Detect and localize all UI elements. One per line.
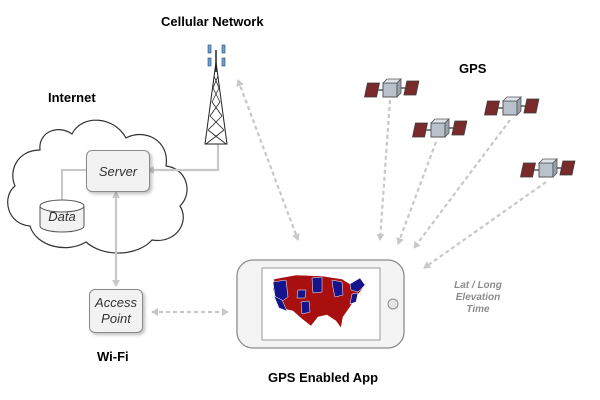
satellite4-signal xyxy=(423,181,547,269)
database-icon xyxy=(39,199,85,233)
server-label: Server xyxy=(98,163,138,179)
internet-label: Internet xyxy=(48,90,96,105)
app-label: GPS Enabled App xyxy=(268,370,379,385)
satellite-icon xyxy=(411,118,468,138)
wifi-label: Wi-Fi xyxy=(97,349,129,364)
satellite-icon xyxy=(519,158,576,178)
us-map-icon xyxy=(272,274,366,329)
access-point-node: Access Point xyxy=(89,289,143,333)
connectors xyxy=(61,79,547,316)
access-point-label-line1: Access xyxy=(95,295,137,310)
cellular-network-label: Cellular Network xyxy=(161,14,264,29)
satellite2-signal xyxy=(396,141,438,245)
server-data-connector xyxy=(61,169,86,200)
gps-info-line2: Elevation xyxy=(455,292,501,303)
access-point-label-line2: Point xyxy=(101,311,131,326)
satellite-icon xyxy=(483,96,540,116)
satellite1-signal xyxy=(376,99,392,241)
satellite-icon xyxy=(363,78,420,98)
gps-info-line3: Time xyxy=(466,304,490,315)
tower-server-connector xyxy=(147,143,220,174)
gps-label: GPS xyxy=(459,61,487,76)
gps-info-line1: Lat / Long xyxy=(454,280,502,291)
cell-tower-icon xyxy=(204,44,228,145)
server-node: Server xyxy=(86,150,150,192)
satellite3-signal xyxy=(413,119,511,249)
tower-phone-connector xyxy=(236,79,300,241)
data-label: Data xyxy=(48,209,76,224)
gps-info-note: Lat / Long Elevation Time xyxy=(440,280,516,316)
